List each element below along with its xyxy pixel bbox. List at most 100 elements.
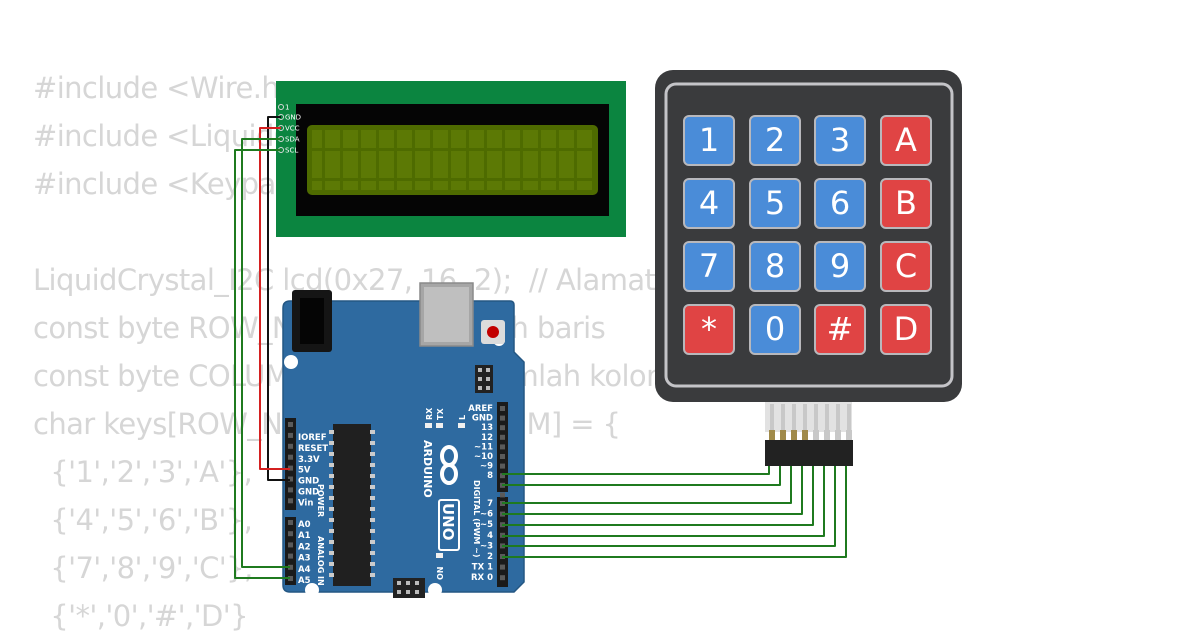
analog-in-label: ANALOG IN [316, 536, 325, 586]
digital-pin-header-bottom [497, 497, 508, 587]
wire [259, 127, 290, 470]
power-header-label: POWER [316, 484, 325, 517]
keypad-key-label: * [701, 310, 717, 348]
keypad-key: 3 [814, 115, 866, 166]
rx-led [425, 423, 432, 428]
keypad-key-label: 6 [830, 184, 850, 222]
pin-label: 3.3V [298, 455, 320, 465]
pin-label: Vin [298, 498, 313, 508]
pin-label: A2 [298, 542, 311, 552]
pin-label: 13 [481, 423, 493, 433]
keypad-key-label: 8 [765, 247, 785, 285]
rx-label: RX [425, 407, 434, 420]
pin-label: ~6 [480, 510, 493, 520]
keypad-key-label: # [827, 310, 854, 348]
uno-badge: UNO [438, 499, 460, 551]
pin-label: GND [472, 414, 493, 424]
lcd-pin-label: SCL [285, 147, 298, 155]
keypad-key: 0 [749, 304, 801, 355]
analog-pin-header [285, 517, 296, 585]
wire [502, 466, 792, 504]
lcd-pixel-grid [312, 130, 592, 190]
keypad-frame [664, 82, 954, 388]
pin-label: 7 [487, 499, 493, 509]
lcd-pin-label: GND [285, 114, 301, 122]
keypad-key: 1 [683, 115, 735, 166]
digital-pwm-label: DIGITAL (PWM ~) [472, 480, 481, 558]
l-label: L [458, 415, 467, 420]
keypad-key-label: D [894, 310, 919, 348]
on-label: ON [436, 567, 445, 581]
wire [502, 466, 781, 486]
keypad-key: B [880, 178, 932, 229]
keypad-key: 4 [683, 178, 735, 229]
keypad-key-label: 4 [699, 184, 719, 222]
keypad-key-label: A [895, 121, 917, 159]
code-line: {'1','2','3','A'}, [33, 455, 253, 489]
pin-label: 2 [487, 552, 493, 562]
wire [502, 466, 836, 547]
pin-label: 8 [487, 471, 493, 481]
tx-led [436, 423, 443, 428]
keypad-key-label: B [895, 184, 917, 222]
keypad-key-label: 3 [830, 121, 850, 159]
icsp-header [475, 365, 493, 393]
pin-label: 5V [298, 466, 311, 476]
pin-label: 12 [481, 433, 493, 443]
keypad-ribbon-cable [765, 402, 853, 466]
pin-label: ~10 [474, 452, 493, 462]
arduino-wordmark: ARDUINO [421, 440, 434, 498]
keypad-key-label: C [895, 247, 917, 285]
mounting-hole [428, 583, 442, 597]
keypad-key: * [683, 304, 735, 355]
keypad-key: 6 [814, 178, 866, 229]
wire [234, 149, 290, 579]
atmega-chip [329, 424, 375, 586]
lcd-pin-label: SDA [285, 136, 300, 144]
pin-label: ~9 [480, 462, 493, 472]
arduino-uno-board: RX TX L ON ARDUINO UNO DIGITAL (PWM ~) P… [282, 282, 525, 598]
keypad-key: A [880, 115, 932, 166]
wire [502, 466, 847, 558]
icsp-header-bottom [393, 578, 425, 598]
on-led [436, 553, 443, 558]
keypad-key: 2 [749, 115, 801, 166]
keypad-key-label: 5 [765, 184, 785, 222]
pin-label: ~11 [474, 442, 493, 452]
lcd-pin-label: 1 [285, 104, 289, 112]
l-led [458, 423, 465, 428]
keypad-key-label: 1 [699, 121, 719, 159]
wires [234, 116, 847, 579]
keypad-connector [765, 440, 853, 466]
pin-label: A4 [298, 565, 311, 575]
pin-label: RX 0 [471, 573, 493, 583]
pin-label: RESET [298, 444, 328, 454]
keypad-key: C [880, 241, 932, 292]
reset-button-cap [487, 326, 499, 338]
keypad-key: 9 [814, 241, 866, 292]
code-line: {'*','0','#','D'} [33, 599, 248, 633]
keypad-key-label: 9 [830, 247, 850, 285]
lcd-pin [278, 104, 284, 110]
wire [502, 466, 814, 526]
keypad-key-label: 7 [699, 247, 719, 285]
pin-label: ~3 [480, 541, 493, 551]
pin-label: ~5 [480, 520, 493, 530]
code-line: {'4','5','6','B'}, [33, 503, 253, 537]
wire [502, 466, 825, 537]
arduino-logo-icon [440, 445, 458, 485]
mounting-hole [305, 583, 319, 597]
keypad-key: 7 [683, 241, 735, 292]
wire [502, 466, 803, 515]
wire [502, 466, 770, 475]
keypad-key: 5 [749, 178, 801, 229]
code-line: {'7','8','9','C'}, [33, 551, 253, 585]
